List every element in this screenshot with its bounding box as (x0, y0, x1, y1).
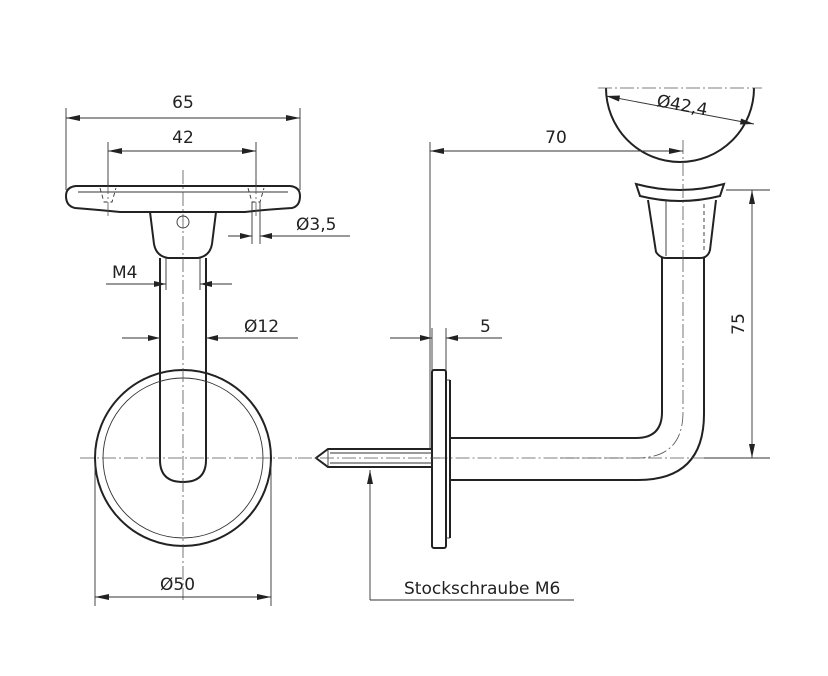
dim-rail-line (605, 95, 755, 125)
hole-left (99, 187, 117, 203)
saddle-cup (634, 182, 726, 202)
saddle-plate (64, 185, 302, 213)
dim-base-diameter: Ø50 (160, 575, 195, 595)
hole-right (247, 187, 265, 203)
wall-plate (431, 369, 447, 549)
dim-thread: M4 (112, 263, 137, 283)
arm-axis (430, 258, 684, 459)
side-hub (647, 199, 717, 259)
dim-rail-diameter: Ø42,4 (655, 91, 709, 120)
front-view: 65 42 Ø3,5 M4 Ø12 Ø50 (64, 93, 350, 606)
dim-height: 75 (729, 313, 749, 335)
arm-inner (450, 258, 663, 439)
dim-plate-thickness: 5 (480, 317, 491, 337)
dim-42: 42 (172, 128, 194, 148)
dim-shaft-diameter: Ø12 (244, 317, 279, 337)
dim-projection: 70 (545, 128, 567, 148)
dim-65: 65 (172, 93, 194, 113)
screw-label: Stockschraube M6 (404, 579, 560, 599)
arm-outer (450, 258, 705, 481)
dim-hole-diameter: Ø3,5 (296, 215, 336, 235)
side-view: 5 70 Ø42,4 75 Stockschraube M6 (298, 87, 770, 601)
